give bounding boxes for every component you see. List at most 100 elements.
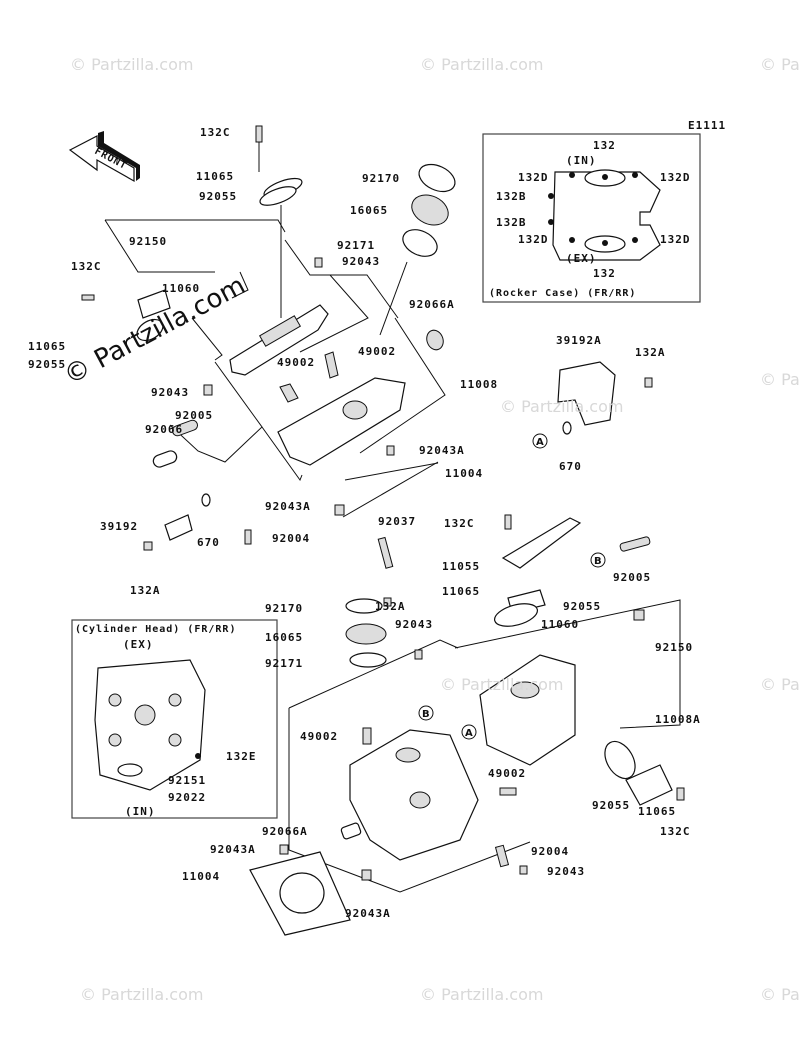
watermark: © Partzilla.com (440, 675, 563, 694)
watermark: © Partzilla.com (80, 985, 203, 1004)
callout-92066: 92066 (145, 423, 183, 436)
callout-92171: 92171 (265, 657, 303, 670)
callout-11060: 11060 (541, 618, 579, 631)
callout-92043a: 92043A (265, 500, 311, 513)
inset-cylinder-part-92151: 92151 (168, 774, 206, 787)
callout-11008a: 11008A (655, 713, 701, 726)
inset-cylinder-head: (Cylinder Head) (FR/RR) (EX) 132E 92151 … (71, 619, 278, 819)
svg-text:B: B (594, 556, 602, 567)
reference-marker-b: B (418, 705, 434, 721)
inset-rocker-part-132d: 132D (518, 171, 549, 184)
reference-marker-b: B (590, 552, 606, 568)
callout-49002: 49002 (300, 730, 338, 743)
diagram-code: E1111 (688, 119, 726, 132)
callout-11055: 11055 (442, 560, 480, 573)
callout-92005: 92005 (613, 571, 651, 584)
watermark: © Partzilla.com (760, 675, 800, 694)
inset-cylinder-part-92022: 92022 (168, 791, 206, 804)
inset-rocker-ex-label: (EX) (566, 252, 597, 265)
parts-drawings (81, 125, 685, 936)
watermark: © Partzilla.com (420, 985, 543, 1004)
callout-49002: 49002 (277, 356, 315, 369)
reference-marker-a: A (532, 433, 548, 449)
callout-92037: 92037 (378, 515, 416, 528)
callout-39192: 39192 (100, 520, 138, 533)
callout-92043a: 92043A (345, 907, 391, 920)
inset-rocker-part-132b: 132B (496, 190, 527, 203)
inset-rocker-part-132-bottom: 132 (593, 267, 616, 280)
callout-11065: 11065 (196, 170, 234, 183)
callout-670: 670 (197, 536, 220, 549)
callout-92066a: 92066A (409, 298, 455, 311)
callout-92004: 92004 (272, 532, 310, 545)
watermark: © Partzilla.com (70, 55, 193, 74)
inset-cylinder-title: (Cylinder Head) (FR/RR) (75, 623, 236, 635)
svg-text:A: A (465, 728, 473, 739)
callout-11065: 11065 (28, 340, 66, 353)
inset-rocker-case: 132 (IN) 132D 132D 132B 132B 132D 132D (… (482, 133, 701, 303)
callout-92043: 92043 (151, 386, 189, 399)
svg-text:B: B (422, 709, 430, 720)
inset-rocker-part-132b: 132B (496, 216, 527, 229)
callout-92043a: 92043A (210, 843, 256, 856)
inset-rocker-title: (Rocker Case) (FR/RR) (489, 288, 636, 299)
callout-16065: 16065 (350, 204, 388, 217)
callout-92170: 92170 (362, 172, 400, 185)
callout-92043: 92043 (547, 865, 585, 878)
callout-132a: 132A (375, 600, 406, 613)
callout-39192a: 39192A (556, 334, 602, 347)
callout-92043a: 92043A (419, 444, 465, 457)
inset-rocker-in-label: (IN) (566, 154, 597, 167)
inset-rocker-part-132d: 132D (660, 233, 691, 246)
inset-cylinder-part-132e: 132E (226, 750, 257, 763)
watermark: © Partzilla.com (760, 55, 800, 74)
watermark: © Partzilla.com (420, 55, 543, 74)
front-arrow-icon: FRONT (68, 131, 140, 183)
callout-92055: 92055 (563, 600, 601, 613)
callout-11004: 11004 (182, 870, 220, 883)
callout-92066a: 92066A (262, 825, 308, 838)
watermarks: © Partzilla.com © Partzilla.com © Partzill… (70, 55, 800, 1004)
callout-92005: 92005 (175, 409, 213, 422)
watermark: © Partzilla.com (760, 370, 800, 389)
callout-92170: 92170 (265, 602, 303, 615)
callout-132c: 132C (444, 517, 475, 530)
part-callouts: 132C 11065 92055 92170 16065 92150 92171 92043 1… (28, 126, 701, 920)
callout-92043: 92043 (395, 618, 433, 631)
svg-text:A: A (536, 437, 544, 448)
inset-rocker-part-132-top: 132 (593, 139, 616, 152)
bolt-markers (548, 172, 638, 246)
callout-92004: 92004 (531, 845, 569, 858)
callout-670: 670 (559, 460, 582, 473)
callout-132c: 132C (660, 825, 691, 838)
callout-132a: 132A (635, 346, 666, 359)
inset-rocker-part-132d: 132D (518, 233, 549, 246)
callout-16065: 16065 (265, 631, 303, 644)
callout-11065: 11065 (638, 805, 676, 818)
callout-49002: 49002 (358, 345, 396, 358)
callout-11060: 11060 (162, 282, 200, 295)
callout-92150: 92150 (655, 641, 693, 654)
watermark: © Partzilla.com (500, 397, 623, 416)
callout-132c: 132C (71, 260, 102, 273)
callout-92055: 92055 (28, 358, 66, 371)
callout-92055: 92055 (199, 190, 237, 203)
callout-11004: 11004 (445, 467, 483, 480)
watermark-large: © Partzilla.com (59, 270, 250, 391)
inset-rocker-part-132d: 132D (660, 171, 691, 184)
callout-11065: 11065 (442, 585, 480, 598)
inset-cylinder-ex-label: (EX) (123, 638, 154, 651)
callout-92043: 92043 (342, 255, 380, 268)
reference-marker-a: A (461, 724, 477, 740)
callout-92055: 92055 (592, 799, 630, 812)
inset-cylinder-in-label: (IN) (125, 805, 156, 818)
callout-132c: 132C (200, 126, 231, 139)
callout-49002: 49002 (488, 767, 526, 780)
callout-92150: 92150 (129, 235, 167, 248)
callout-92171: 92171 (337, 239, 375, 252)
watermark: © Partzilla.com (760, 985, 800, 1004)
callout-11008: 11008 (460, 378, 498, 391)
callout-132a: 132A (130, 584, 161, 597)
